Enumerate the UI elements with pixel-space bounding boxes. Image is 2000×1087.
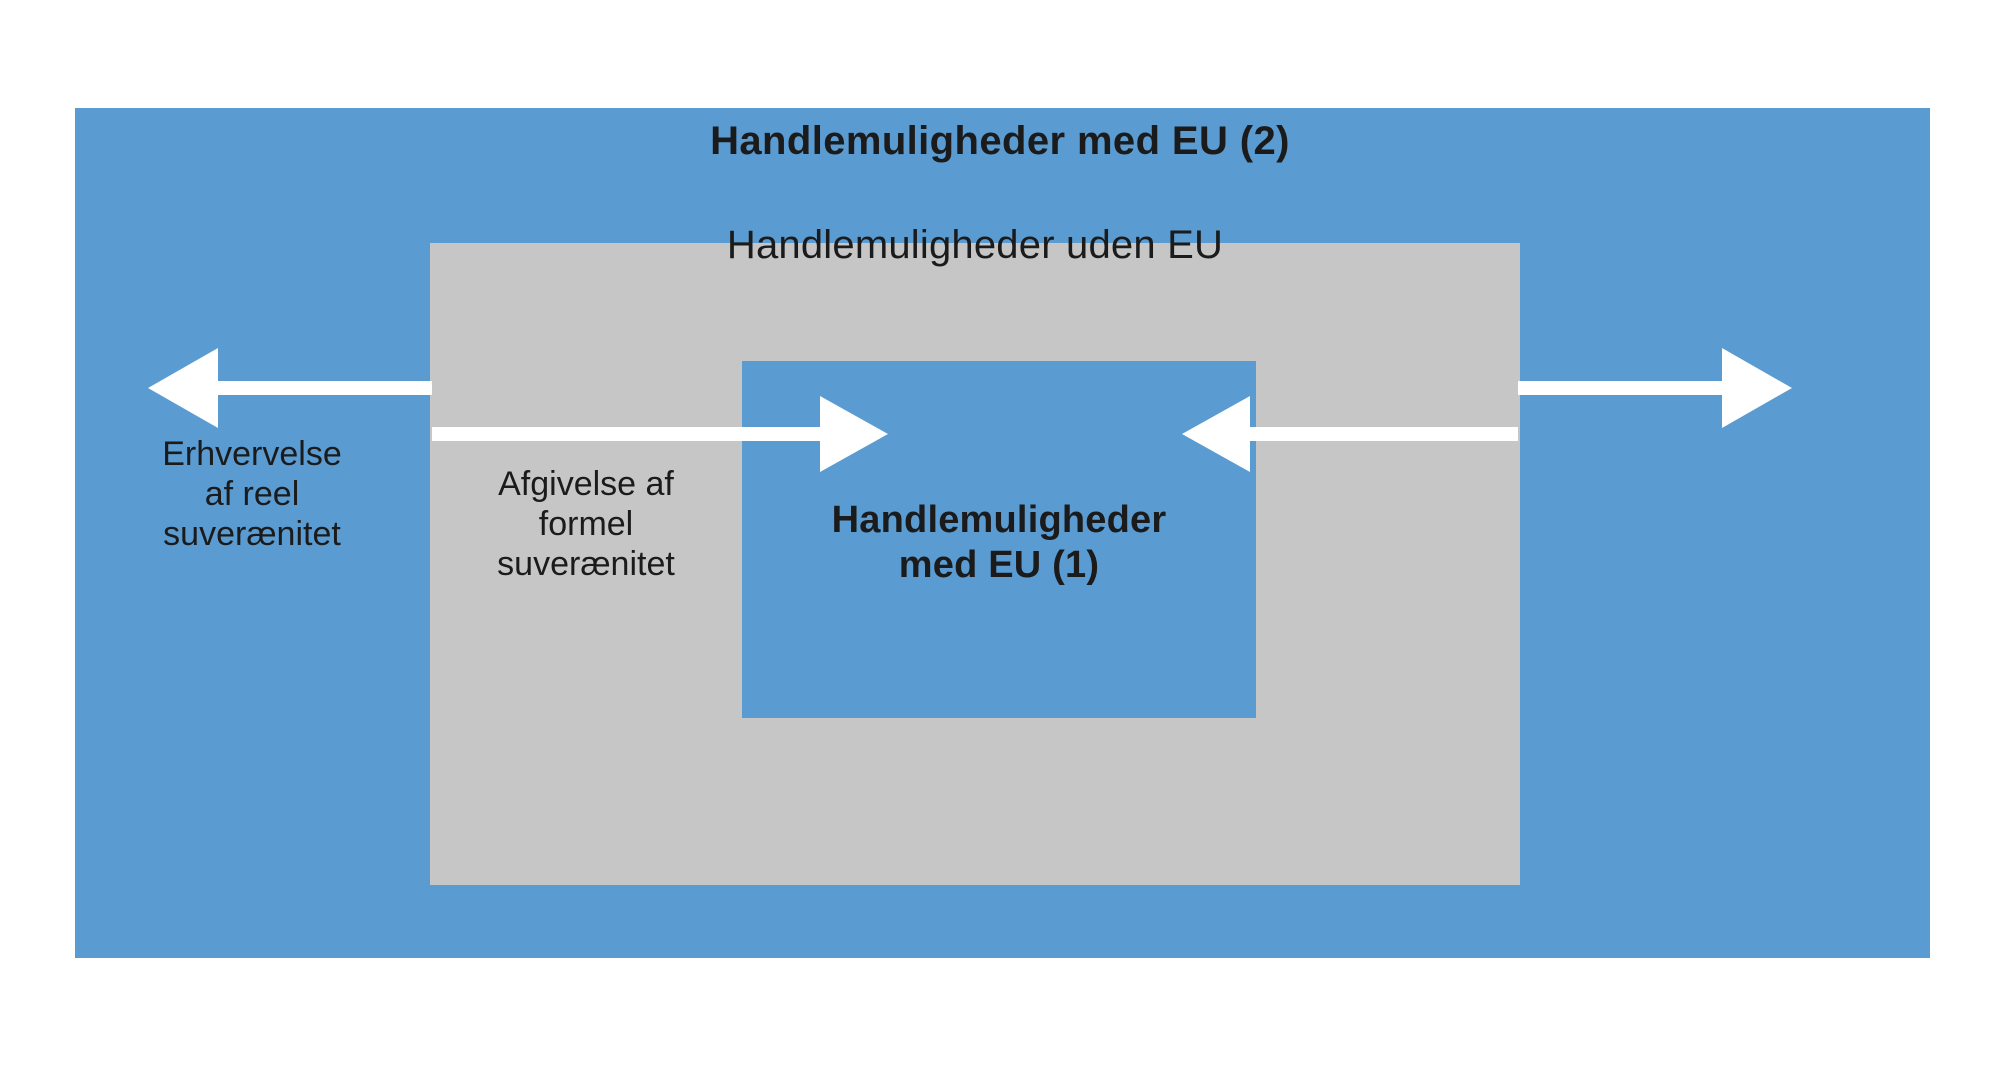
label-handlemuligheder-med-eu-1: Handlemuligheder med EU (1) bbox=[831, 499, 1167, 586]
label-erhvervelse-af-reel-suveraenitet: Erhvervelse af reel suverænitet bbox=[162, 435, 342, 554]
label-handlemuligheder-uden-eu: Handlemuligheder uden EU bbox=[726, 223, 1224, 267]
label-afgivelse-af-formel-suveraenitet: Afgivelse af formel suverænitet bbox=[497, 465, 675, 584]
label-handlemuligheder-med-eu-2: Handlemuligheder med EU (2) bbox=[710, 119, 1290, 163]
